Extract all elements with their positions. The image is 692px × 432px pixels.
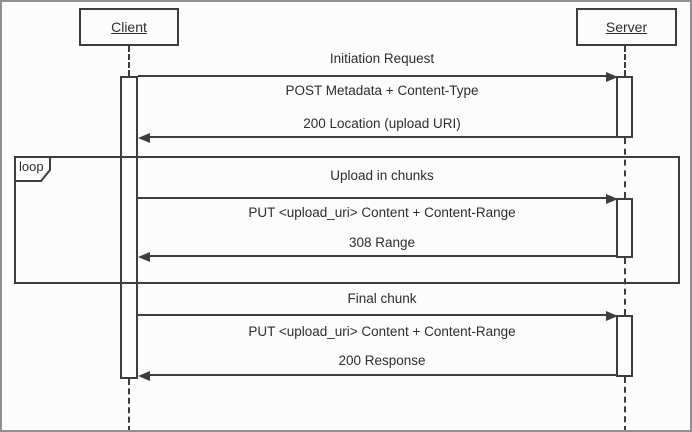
server-lifeline (624, 258, 626, 315)
client-lifeline (128, 379, 130, 430)
request-arrow-line (138, 197, 606, 199)
response-message-label: 308 Range (348, 235, 416, 250)
response-arrow-line (150, 255, 616, 257)
response-arrowhead-icon (138, 133, 150, 143)
section-title: Final chunk (347, 291, 417, 306)
server-activation-bar-2 (616, 198, 633, 258)
response-message-label: 200 Location (upload URI) (303, 116, 461, 131)
server-lifeline (624, 377, 626, 430)
request-message-label: PUT <upload_uri> Content + Content-Range (248, 324, 516, 339)
client-lifeline (128, 46, 130, 76)
server-activation-bar-1 (616, 76, 633, 138)
actor-client-label: Client (111, 19, 147, 35)
response-arrowhead-icon (138, 371, 150, 381)
actor-server-box: Server (576, 8, 677, 46)
loop-fragment-label: loop (19, 159, 44, 174)
actor-client-box: Client (79, 8, 179, 46)
response-message-label: 200 Response (338, 353, 426, 368)
response-arrowhead-icon (138, 252, 150, 262)
loop-fragment-frame (14, 156, 680, 284)
loop-fragment-pentagon (14, 156, 51, 182)
section-title: Upload in chunks (330, 168, 434, 183)
response-arrow-line (150, 136, 616, 138)
request-arrowhead-icon (606, 311, 618, 321)
request-arrowhead-icon (606, 194, 618, 204)
request-arrow-line (138, 314, 606, 316)
client-activation-bar (120, 76, 138, 379)
request-arrowhead-icon (606, 72, 618, 82)
request-arrow-line (138, 75, 606, 77)
actor-server-label: Server (605, 19, 648, 35)
server-activation-bar-3 (616, 315, 633, 377)
server-lifeline (624, 46, 626, 76)
section-title: Initiation Request (329, 51, 435, 66)
response-arrow-line (150, 374, 616, 376)
server-lifeline (624, 138, 626, 198)
request-message-label: POST Metadata + Content-Type (285, 83, 479, 98)
request-message-label: PUT <upload_uri> Content + Content-Range (248, 205, 516, 220)
